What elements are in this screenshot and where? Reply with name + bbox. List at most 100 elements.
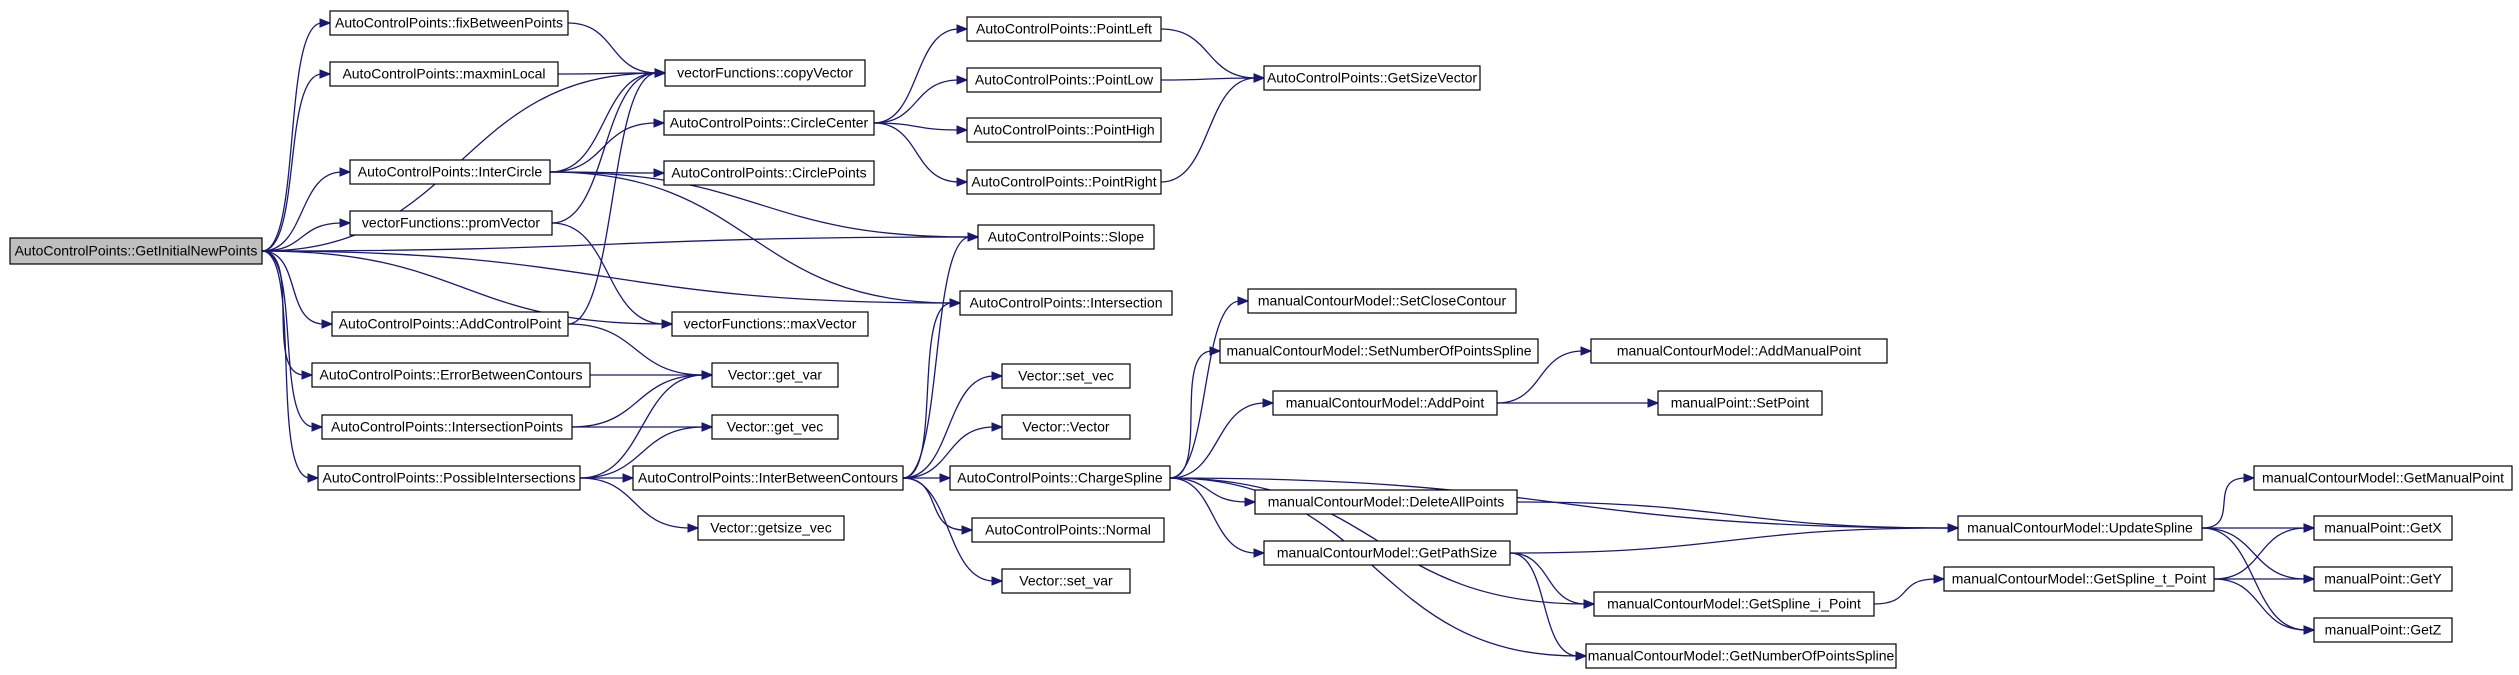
edge-upd-to-gmp xyxy=(2201,473,2256,529)
node-errb[interactable]: AutoControlPoints::ErrorBetweenContours xyxy=(311,362,591,388)
node-gstp[interactable]: manualContourModel::GetSpline_t_Point xyxy=(1943,566,2215,592)
node-getz[interactable]: manualPoint::GetZ xyxy=(2313,617,2453,643)
arrowhead xyxy=(1583,599,1596,609)
node-maxv[interactable]: vectorFunctions::maxVector xyxy=(671,311,869,337)
edge-pleft-to-gsv xyxy=(1160,28,1266,83)
node-box xyxy=(349,210,553,236)
edge-inter-to-copy xyxy=(549,68,667,173)
node-getx[interactable]: manualPoint::GetX xyxy=(2313,515,2453,541)
node-ibc[interactable]: AutoControlPoints::InterBetweenContours xyxy=(632,465,904,491)
edge-ccenter-to-pright xyxy=(873,122,969,187)
edge-root-to-maxmin xyxy=(261,69,332,252)
edge-root-to-slope xyxy=(261,232,980,252)
node-getvar[interactable]: Vector::get_var xyxy=(711,362,839,388)
node-box xyxy=(966,16,1162,42)
node-delall[interactable]: manualContourModel::DeleteAllPoints xyxy=(1254,489,1518,515)
edge-chs-to-delall xyxy=(1169,477,1257,507)
node-label: AutoControlPoints::InterCircle xyxy=(358,164,543,180)
node-setclose[interactable]: manualContourModel::SetCloseContour xyxy=(1247,288,1517,314)
node-setvec[interactable]: Vector::set_vec xyxy=(1001,363,1131,389)
arrowhead xyxy=(991,576,1004,586)
node-gmp[interactable]: manualContourModel::GetManualPoint xyxy=(2253,465,2513,491)
node-gety[interactable]: manualPoint::GetY xyxy=(2313,566,2453,592)
node-addcp[interactable]: AutoControlPoints::AddControlPoint xyxy=(331,311,569,337)
node-cpoints[interactable]: AutoControlPoints::CirclePoints xyxy=(663,160,875,186)
nodes-layer: AutoControlPoints::GetInitialNewPointsAu… xyxy=(9,10,2513,669)
arrowhead xyxy=(956,177,969,187)
edge-line xyxy=(1169,402,1266,479)
node-ipts[interactable]: AutoControlPoints::IntersectionPoints xyxy=(321,414,573,440)
node-setvar[interactable]: Vector::set_var xyxy=(1001,568,1131,594)
arrowhead xyxy=(2303,574,2316,584)
edge-possi-to-getvar xyxy=(579,370,714,479)
node-addmanual[interactable]: manualContourModel::AddManualPoint xyxy=(1590,338,1888,364)
node-isect[interactable]: AutoControlPoints::Intersection xyxy=(959,290,1173,316)
node-label: manualPoint::GetY xyxy=(2324,571,2442,587)
node-setpoint[interactable]: manualPoint::SetPoint xyxy=(1657,390,1823,416)
node-label: manualContourModel::GetNumberOfPointsSpl… xyxy=(1588,648,1895,664)
node-slope[interactable]: AutoControlPoints::Slope xyxy=(977,224,1155,250)
arrowhead xyxy=(701,370,714,380)
edge-ibc-to-isect xyxy=(902,298,962,479)
node-addpoint[interactable]: manualContourModel::AddPoint xyxy=(1272,390,1498,416)
edge-line xyxy=(1496,350,1584,404)
node-label: manualContourModel::SetCloseContour xyxy=(1258,293,1507,309)
arrowhead xyxy=(1237,296,1250,306)
node-box xyxy=(1943,566,2215,592)
edge-line xyxy=(2213,578,2307,631)
node-label: manualPoint::SetPoint xyxy=(1671,395,1810,411)
node-box xyxy=(971,517,1165,543)
node-getvec[interactable]: Vector::get_vec xyxy=(711,414,839,440)
node-label: AutoControlPoints::ChargeSpline xyxy=(957,470,1163,486)
edge-line xyxy=(1873,578,1937,605)
edge-fix-to-copy xyxy=(567,22,667,78)
node-ccenter[interactable]: AutoControlPoints::CircleCenter xyxy=(663,110,875,136)
node-gsv[interactable]: AutoControlPoints::GetSizeVector xyxy=(1263,65,1481,91)
node-label: vectorFunctions::promVector xyxy=(362,215,541,231)
node-phigh[interactable]: AutoControlPoints::PointHigh xyxy=(966,117,1162,143)
node-gnops[interactable]: manualContourModel::GetNumberOfPointsSpl… xyxy=(1585,643,1897,669)
node-pright[interactable]: AutoControlPoints::PointRight xyxy=(966,169,1162,195)
edge-pright-to-gsv xyxy=(1160,73,1266,183)
node-inter[interactable]: AutoControlPoints::InterCircle xyxy=(349,159,551,185)
node-upd[interactable]: manualContourModel::UpdateSpline xyxy=(1957,515,2203,541)
node-prom[interactable]: vectorFunctions::promVector xyxy=(349,210,553,236)
node-label: AutoControlPoints::PointLow xyxy=(975,72,1154,88)
node-chs[interactable]: AutoControlPoints::ChargeSpline xyxy=(949,465,1171,491)
node-root[interactable]: AutoControlPoints::GetInitialNewPoints xyxy=(9,237,263,265)
node-box xyxy=(317,465,581,491)
edge-line xyxy=(1160,77,1257,81)
arrowhead xyxy=(1580,346,1593,356)
edge-chs-to-setclose xyxy=(1169,296,1250,479)
edge-line xyxy=(902,477,995,582)
node-label: Vector::Vector xyxy=(1022,419,1109,435)
edge-plow-to-gsv xyxy=(1160,73,1266,83)
edge-prom-to-maxv xyxy=(551,222,674,329)
edge-line xyxy=(579,374,705,479)
edge-line xyxy=(261,73,323,252)
edge-ibc-to-vvec xyxy=(902,422,1004,479)
node-label: AutoControlPoints::AddControlPoint xyxy=(339,316,562,332)
node-possi[interactable]: AutoControlPoints::PossibleIntersections xyxy=(317,465,581,491)
arrowhead xyxy=(339,218,352,228)
arrowhead xyxy=(956,24,969,34)
node-getsize[interactable]: Vector::getsize_vec xyxy=(697,515,845,541)
node-vvec[interactable]: Vector::Vector xyxy=(1001,414,1131,440)
node-getpath[interactable]: manualContourModel::GetPathSize xyxy=(1263,540,1511,566)
edge-ibc-to-chs xyxy=(903,473,952,483)
node-box xyxy=(2313,566,2453,592)
node-plow[interactable]: AutoControlPoints::PointLow xyxy=(966,67,1162,93)
node-label: AutoControlPoints::Normal xyxy=(985,522,1151,538)
node-pleft[interactable]: AutoControlPoints::PointLeft xyxy=(966,16,1162,42)
node-normal[interactable]: AutoControlPoints::Normal xyxy=(971,517,1165,543)
node-maxmin[interactable]: AutoControlPoints::maxminLocal xyxy=(329,61,559,87)
edge-ipts-to-getvar xyxy=(571,370,714,428)
arrowhead xyxy=(956,125,969,135)
node-fix[interactable]: AutoControlPoints::fixBetweenPoints xyxy=(329,10,569,36)
node-gsip[interactable]: manualContourModel::GetSpline_i_Point xyxy=(1593,591,1875,617)
node-box xyxy=(1657,390,1823,416)
arrowhead xyxy=(301,370,314,380)
node-setnum[interactable]: manualContourModel::SetNumberOfPointsSpl… xyxy=(1219,338,1539,364)
node-copy[interactable]: vectorFunctions::copyVector xyxy=(664,59,866,87)
